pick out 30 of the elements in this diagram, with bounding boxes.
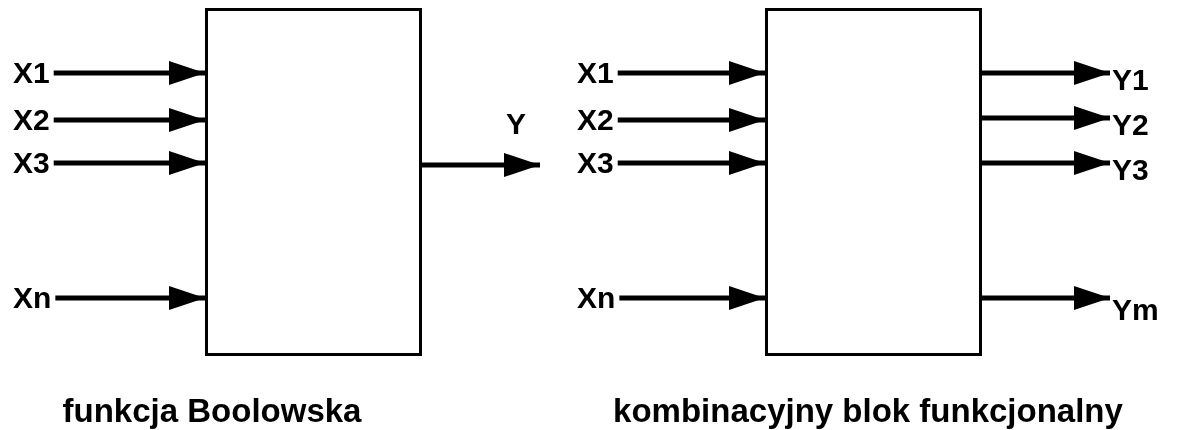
- arrow: [617, 108, 765, 132]
- signal-label: Ym: [1112, 293, 1159, 327]
- arrow: [982, 151, 1110, 175]
- arrow: [53, 108, 205, 132]
- arrow: [55, 286, 205, 310]
- arrow: [982, 61, 1110, 85]
- signal-label: X2: [577, 103, 614, 137]
- process-box: [765, 8, 982, 356]
- arrow: [982, 106, 1110, 130]
- arrow: [617, 151, 765, 175]
- signal-label: Xn: [13, 281, 52, 315]
- signal-label: X1: [13, 56, 50, 90]
- arrow: [53, 151, 205, 175]
- signal-label: Y2: [1112, 108, 1149, 142]
- arrow: [422, 153, 540, 177]
- process-box: [205, 8, 422, 356]
- signal-label: X2: [13, 103, 50, 137]
- signal-label: Xn: [577, 281, 616, 315]
- signal-label: Y: [505, 107, 527, 142]
- box-label: kombinacyjny blok funkcjonalny: [613, 392, 1123, 430]
- signal-label: X3: [13, 146, 50, 180]
- box-label: funkcja Boolowska: [62, 392, 362, 430]
- signal-label: X3: [577, 146, 614, 180]
- arrow: [619, 286, 765, 310]
- arrow: [982, 286, 1110, 310]
- signal-label: Y3: [1112, 153, 1149, 187]
- signal-label: Y1: [1112, 63, 1149, 97]
- signal-label: X1: [577, 56, 614, 90]
- arrow: [617, 61, 765, 85]
- arrow: [53, 61, 205, 85]
